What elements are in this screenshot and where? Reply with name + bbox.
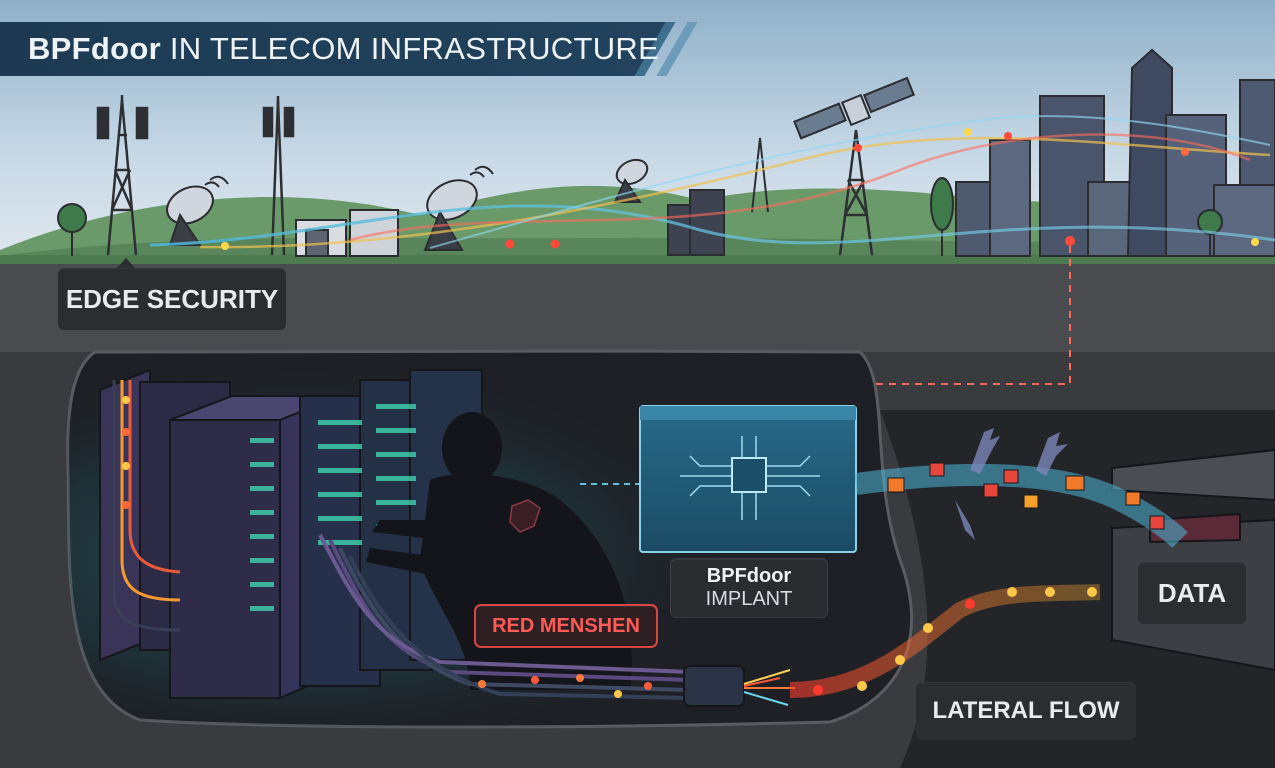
signal-flow <box>199 136 1271 249</box>
ground-strip <box>0 255 1275 265</box>
server-leds <box>250 404 416 611</box>
signal-packets <box>221 128 1259 250</box>
cell-tower-icon <box>838 129 874 256</box>
lateral-flow-label: LATERAL FLOW <box>916 682 1136 740</box>
screen-titlebar <box>640 406 856 420</box>
page-title: BPFdoor IN TELECOM INFRASTRUCTURE <box>28 31 659 67</box>
fiber-cable-icon <box>318 534 691 700</box>
title-bold: BPFdoor <box>28 31 161 66</box>
ghost-hands-icon <box>955 428 1068 540</box>
rack-packets <box>122 396 130 509</box>
edge-security-pointer <box>116 258 136 269</box>
lateral-packets <box>813 587 1097 695</box>
circuit-traces <box>680 436 820 520</box>
implant-label-line2: IMPLANT <box>705 588 793 610</box>
signal-flow <box>429 115 1271 249</box>
cell-tower-icon <box>96 95 149 256</box>
satellite-dish-icon <box>613 158 649 203</box>
cell-tower-icon <box>751 137 769 213</box>
title-banner: BPFdoor IN TELECOM INFRASTRUCTURE <box>0 22 700 76</box>
rack-cables <box>112 380 181 632</box>
chip-icon <box>731 457 767 493</box>
exfil-packets <box>887 462 1165 530</box>
signal-flow <box>349 133 1251 242</box>
red-menshen-label: RED MENSHEN <box>474 604 658 648</box>
satellite-icon <box>793 76 915 140</box>
data-label: DATA <box>1138 562 1246 624</box>
edge-security-label: EDGE SECURITY <box>58 268 286 330</box>
satellite-dish-icon <box>166 175 229 246</box>
signal-flow <box>149 204 1275 247</box>
ground-station <box>295 209 399 257</box>
trees <box>57 177 1223 256</box>
data-bin-icon <box>1111 448 1275 672</box>
cable-packets <box>478 674 652 698</box>
hacker-badge <box>509 499 541 533</box>
cable-connector <box>683 665 745 707</box>
cell-tower-icon <box>262 96 295 256</box>
implant-label: BPFdoor IMPLANT <box>670 558 828 618</box>
title-banner-bg <box>0 22 670 76</box>
title-rest: IN TELECOM INFRASTRUCTURE <box>160 31 660 66</box>
implant-label-line1: BPFdoor <box>706 565 792 587</box>
fiber-burst <box>743 669 795 706</box>
